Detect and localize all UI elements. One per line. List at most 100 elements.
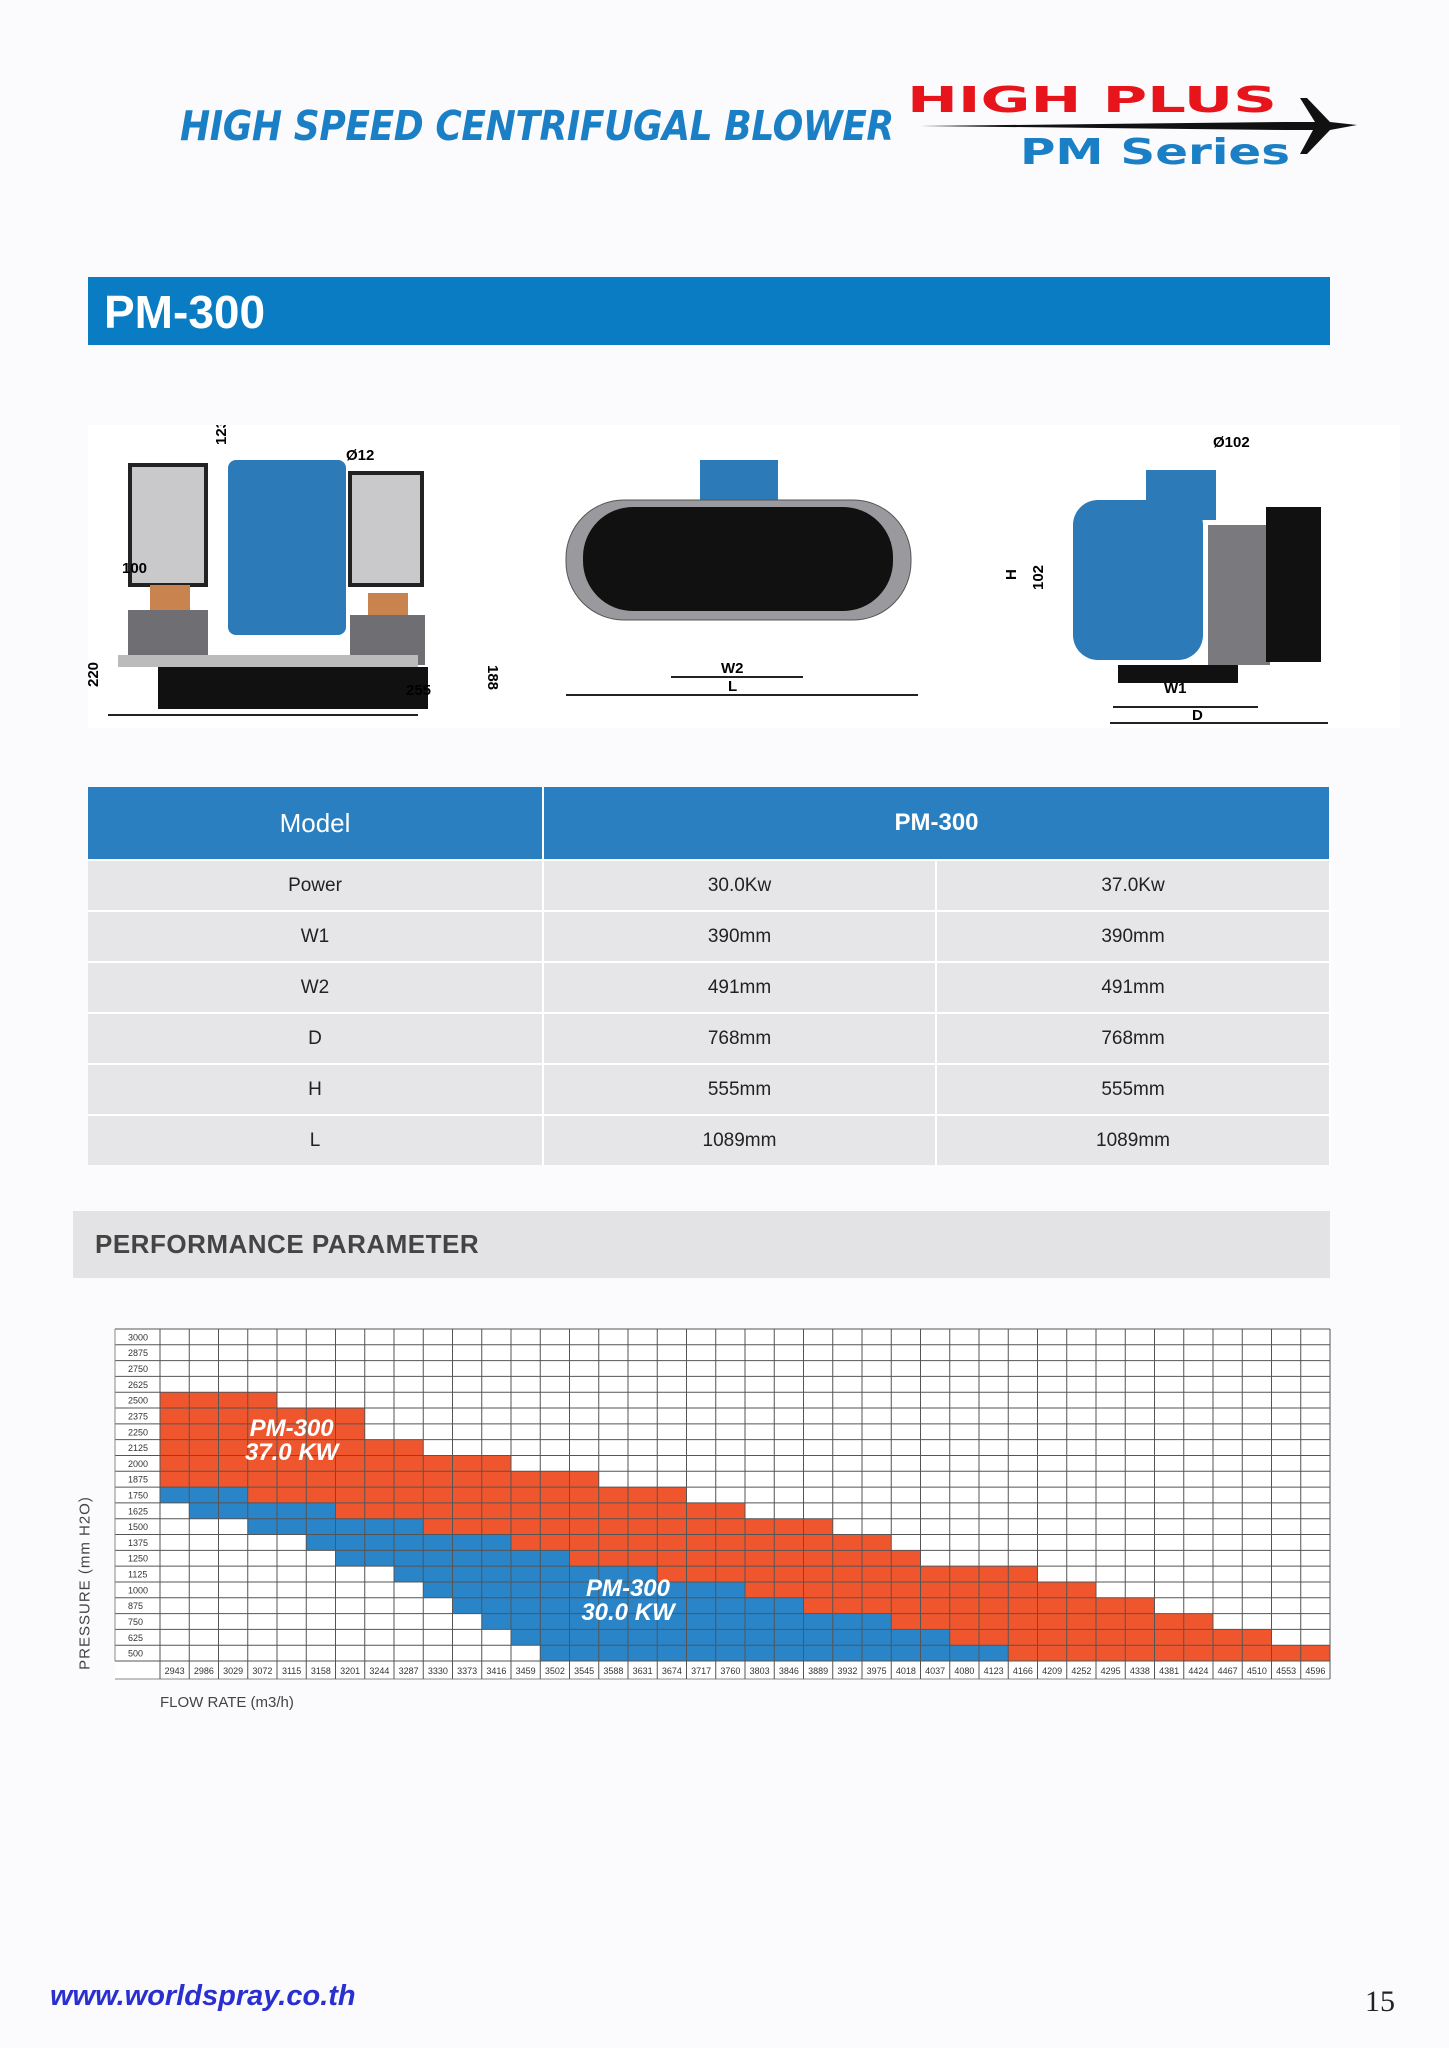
series-1-bar [715, 1502, 745, 1582]
series-2-bar [832, 1613, 862, 1661]
dimension-drawings: 123 Ø12 100 220 188 255 W2 L Ø102 H 102 … [88, 425, 1400, 728]
x-tick-label: 3932 [837, 1666, 857, 1676]
series-2-bar [979, 1645, 1009, 1661]
y-tick-label: 2000 [128, 1459, 148, 1469]
series-1-bar [686, 1502, 716, 1582]
series-1-bar [628, 1487, 658, 1567]
x-tick-label: 3244 [369, 1666, 389, 1676]
series-1-bar [832, 1534, 862, 1614]
spec-value: 768mm [936, 1012, 1332, 1064]
dim-100: 100 [122, 560, 147, 577]
y-tick-label: 2750 [128, 1364, 148, 1374]
series-2-bar [891, 1629, 921, 1661]
dim-d: D [1192, 707, 1203, 724]
document-title: HIGH SPEED CENTRIFUGAL BLOWER [180, 102, 894, 150]
x-tick-label: 4209 [1042, 1666, 1062, 1676]
series-1-bar [247, 1392, 277, 1503]
x-axis-title: FLOW RATE (m3/h) [160, 1694, 294, 1711]
y-tick-label: 625 [128, 1633, 143, 1643]
series-1-bar [1271, 1645, 1301, 1661]
series-1-bar [1213, 1629, 1243, 1661]
series-annotation: PM-300 [250, 1415, 335, 1442]
x-tick-label: 3502 [545, 1666, 565, 1676]
spec-value: 390mm [543, 910, 937, 962]
performance-title: PERFORMANCE PARAMETER [95, 1229, 480, 1259]
performance-section-header: PERFORMANCE PARAMETER [73, 1211, 1330, 1278]
dim-phi12: Ø12 [346, 447, 374, 464]
spec-label: H [88, 1063, 544, 1115]
series-1-bar [862, 1534, 892, 1614]
series-1-bar [657, 1487, 687, 1582]
x-tick-label: 4018 [896, 1666, 916, 1676]
series-1-bar [1154, 1613, 1184, 1661]
series-annotation: PM-300 [586, 1575, 671, 1602]
x-tick-label: 3975 [867, 1666, 887, 1676]
series-1-bar [540, 1471, 570, 1551]
x-tick-label: 3287 [399, 1666, 419, 1676]
y-tick-label: 2875 [128, 1348, 148, 1358]
series-2-bar [394, 1518, 424, 1582]
y-tick-label: 1000 [128, 1585, 148, 1595]
series-2-bar [452, 1534, 482, 1614]
y-tick-label: 2625 [128, 1380, 148, 1390]
x-tick-label: 4166 [1013, 1666, 1033, 1676]
series-1-bar [745, 1518, 775, 1598]
series-2-bar [686, 1581, 716, 1661]
spec-label: W2 [88, 961, 544, 1013]
x-tick-label: 4510 [1247, 1666, 1267, 1676]
x-tick-label: 4596 [1305, 1666, 1325, 1676]
y-tick-label: 3000 [128, 1332, 148, 1342]
series-1-bar [335, 1408, 365, 1519]
series-1-bar [452, 1455, 482, 1535]
series-1-bar [569, 1471, 599, 1567]
spec-value: 491mm [543, 961, 937, 1013]
series-2-bar [774, 1597, 804, 1661]
dim-123: 123 [213, 425, 230, 445]
front-view-drawing: 123 Ø12 100 220 188 255 [88, 425, 501, 716]
series-2-bar [160, 1487, 190, 1503]
spec-table-header: Model PM-300 [88, 787, 1332, 860]
x-tick-label: 4381 [1159, 1666, 1179, 1676]
series-1-bar [598, 1487, 628, 1567]
series-annotation: 37.0 KW [245, 1439, 341, 1466]
spec-label: Power [88, 859, 544, 911]
x-tick-label: 3760 [720, 1666, 740, 1676]
series-2-bar [189, 1487, 219, 1519]
y-tick-label: 500 [128, 1649, 143, 1659]
x-tick-label: 3889 [808, 1666, 828, 1676]
dim-w1: W1 [1164, 680, 1187, 697]
spec-label: L [88, 1114, 544, 1165]
y-tick-label: 2375 [128, 1411, 148, 1421]
x-tick-label: 4252 [1071, 1666, 1091, 1676]
header-model: Model [88, 787, 544, 860]
high-plus-pm-series-logo: HIGH PLUS PM Series [907, 80, 1357, 170]
series-1-bar [394, 1439, 424, 1519]
footer-website-link[interactable]: www.worldspray.co.th [50, 1980, 356, 2012]
x-tick-label: 3588 [603, 1666, 623, 1676]
x-tick-label: 3545 [574, 1666, 594, 1676]
y-tick-label: 1625 [128, 1506, 148, 1516]
x-tick-label: 4424 [1188, 1666, 1208, 1676]
dim-w2: W2 [721, 660, 744, 677]
series-2-bar [628, 1566, 658, 1661]
series-2-bar [598, 1566, 628, 1661]
series-1-bar [277, 1408, 307, 1503]
dim-102: 102 [1030, 565, 1047, 590]
series-annotation: 30.0 KW [581, 1599, 677, 1626]
dim-255: 255 [406, 682, 431, 699]
x-tick-label: 3459 [516, 1666, 536, 1676]
jet-icon [920, 98, 1357, 154]
x-tick-label: 3158 [311, 1666, 331, 1676]
dim-220: 220 [88, 662, 102, 687]
x-tick-label: 3631 [633, 1666, 653, 1676]
chart-background [115, 1329, 1330, 1679]
header-model-value: PM-300 [543, 787, 1332, 860]
series-1-bar [949, 1566, 979, 1646]
dim-188: 188 [484, 665, 501, 690]
x-tick-label: 3115 [282, 1666, 301, 1676]
spec-value: 555mm [543, 1063, 937, 1115]
